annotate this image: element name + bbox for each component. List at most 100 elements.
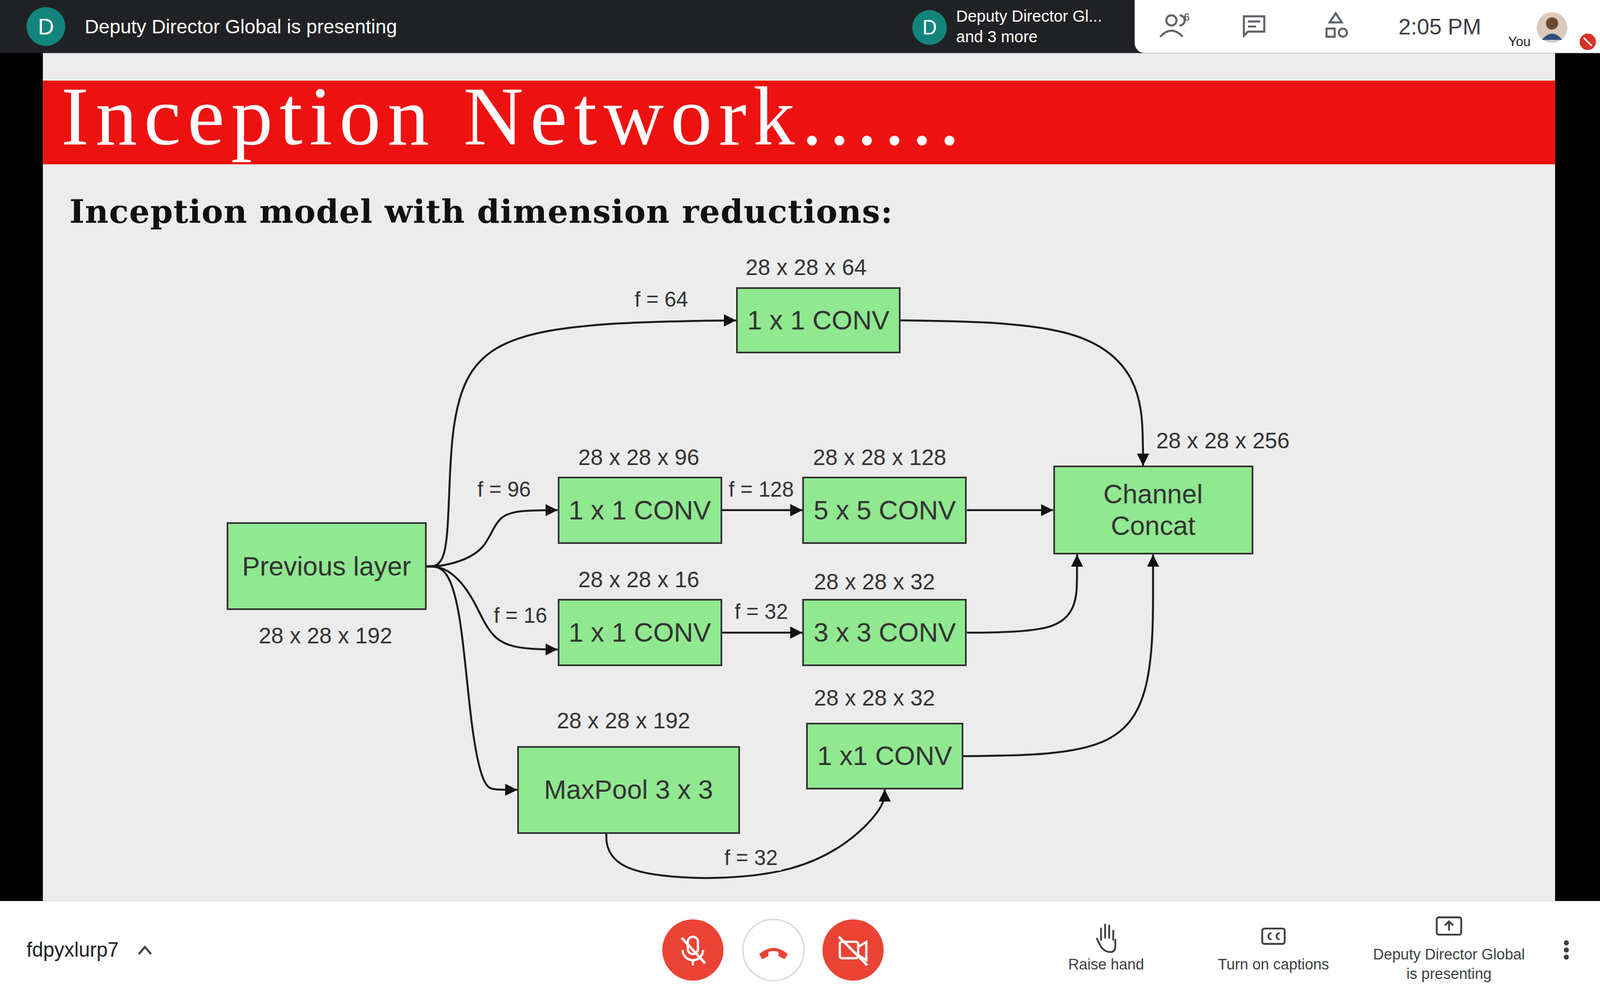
participant-count: 6 [1183,11,1190,24]
hang-up-phone [759,947,788,959]
hand-icon [1096,924,1115,953]
present-frame [1436,917,1462,935]
layer-box: 1 x 1 CONV [557,598,723,667]
hand-palm [1096,938,1115,953]
self-avatar-ground [1536,12,1568,43]
more-dot [1563,947,1569,953]
mic-slash [681,937,705,964]
box-label: 1 x 1 CONV [568,616,712,649]
layer-box: MaxPool 3 x 3 [517,746,740,834]
chat-icon [1243,16,1265,36]
filter-count-label: f = 64 [631,287,692,313]
filter-count-label: f = 32 [721,845,782,872]
hang-up-ground [742,919,804,981]
camera-body [840,941,859,958]
participant-count-text: and 3 more [956,27,1038,47]
dimension-label: 28 x 28 x 256 [1156,427,1290,454]
camera-off-button [822,919,884,981]
captions-frame [1262,928,1285,944]
activities-triangle [1329,13,1342,23]
self-avatar [1536,12,1597,50]
button-caption: Raise hand [1068,955,1145,974]
box-text-group: Previous layer [242,550,412,583]
box-text-group: Channel Concat [1081,478,1226,543]
present-icon [1436,917,1462,935]
dimension-label: 28 x 28 x 96 [578,443,700,471]
bottom-bar [0,901,1600,1000]
avatar-initial: D [922,15,937,40]
filter-count-label: f = 128 [725,477,798,503]
box-text-group: 1 x 1 CONV [747,304,890,337]
box-label: Channel Concat [1081,478,1226,543]
activities-square [1326,28,1335,37]
box-label: 1 x 1 CONV [747,304,890,337]
layer-box: 1 x 1 CONV [736,287,901,354]
hand-fingers [1101,924,1114,940]
mic-off-button [662,919,724,981]
dimension-label: 28 x 28 x 192 [556,707,690,734]
box-text-group: 5 x 5 CONV [813,494,956,527]
box-text-group: 1 x1 CONV [817,740,953,773]
box-label: 3 x 3 CONV [813,616,956,649]
layer-box: 1 x1 CONV [806,722,964,789]
slide-subtitle: Inception model with dimension reduction… [69,192,894,232]
caret-icon [138,946,152,954]
filter-count-label: f = 16 [490,603,551,630]
layer-box: Channel Concat [1053,465,1254,555]
dimension-label: 28 x 28 x 192 [258,622,393,649]
connector-arrow [426,566,558,650]
muted-badge [1579,33,1596,50]
self-avatar-head [1546,17,1559,30]
connector-arrow [966,509,1053,512]
connector-arrow [426,510,558,567]
connector-arrow [722,631,803,634]
connector-arrow [900,320,1143,467]
connector-arrow [963,554,1154,757]
more-icon [1563,940,1569,960]
box-label: Previous layer [242,550,412,583]
self-tag: You [1508,33,1532,50]
participant-name: Deputy Director Gl... [956,6,1103,27]
presenter-notice: Deputy Director Global is presenting [84,15,397,39]
activities-icon [1326,13,1348,37]
muted-badge-slash [1583,37,1593,47]
button-caption: Turn on captions [1217,955,1329,974]
box-label: MaxPool 3 x 3 [543,773,713,807]
self-avatar-body [1541,33,1563,40]
dimension-label: 28 x 28 x 64 [745,253,867,281]
people-icon-head [1166,15,1177,26]
connectors [426,320,1154,879]
box-label: 5 x 5 CONV [813,494,956,527]
box-text-group: 1 x 1 CONV [568,494,712,527]
meeting-code: fdpyxlurp7 [26,937,119,962]
clock-time: 2:05 PM [1398,13,1482,40]
box-text-group: MaxPool 3 x 3 [543,773,713,807]
avatar-initial: D [37,13,54,40]
connector-arrow [966,554,1077,633]
presenter-avatar [26,7,66,47]
people-icon-body [1160,30,1183,37]
connector-arrow [722,509,803,512]
mic-button-ground [662,919,724,981]
activities-circle [1338,28,1348,37]
dimension-label: 28 x 28 x 128 [812,443,947,471]
slide-title: Inception Network...... [61,74,967,158]
chat-bubble [1243,16,1265,36]
box-text-group: 1 x 1 CONV [568,616,712,649]
slide-ground [42,53,1555,902]
box-text-group: 3 x 3 CONV [813,616,956,649]
dimension-label: 28 x 28 x 16 [578,566,700,593]
layer-box: Previous layer [226,522,427,610]
layer-box: 1 x 1 CONV [557,476,723,544]
filter-count-label: f = 96 [473,477,534,503]
participant-avatar [912,10,947,45]
box-label: 1 x 1 CONV [568,494,712,527]
captions-icon [1262,928,1285,944]
layer-box: 3 x 3 CONV [802,598,967,667]
dimension-label: 28 x 28 x 32 [813,568,935,595]
camera-button-ground [822,919,884,981]
connector-arrow [426,320,737,567]
more-dot [1563,954,1569,960]
